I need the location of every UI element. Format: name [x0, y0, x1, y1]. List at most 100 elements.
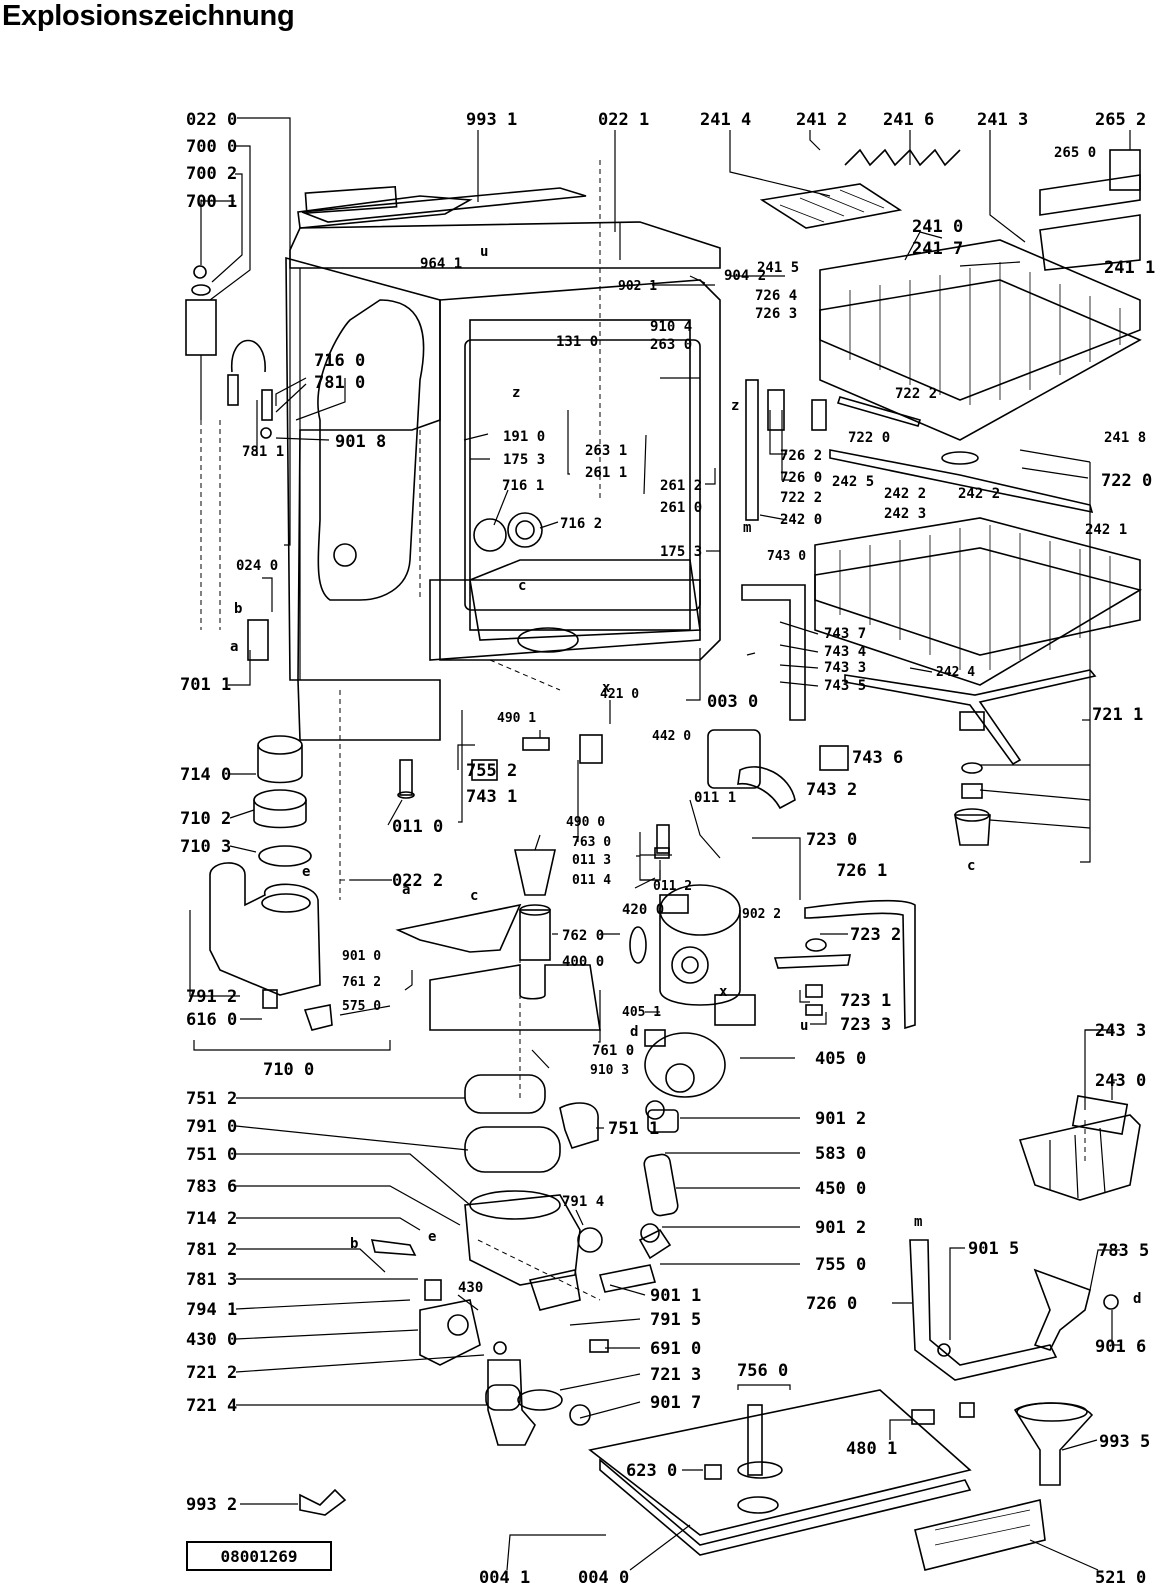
part-label: 721 4 — [186, 1396, 237, 1416]
part-label: 743 6 — [852, 748, 903, 768]
part-label: 722 0 — [1101, 471, 1152, 491]
part-label: 726 4 — [755, 288, 797, 304]
part-label: 242 5 — [832, 474, 874, 490]
part-label: 791 5 — [650, 1310, 701, 1330]
part-label: 024 0 — [236, 558, 278, 574]
part-label: 751 1 — [608, 1119, 659, 1139]
part-label: 490 0 — [566, 815, 605, 830]
part-label: 781 2 — [186, 1240, 237, 1260]
part-label: 726 2 — [780, 448, 822, 464]
part-label: 242 4 — [936, 665, 975, 680]
part-label: 710 2 — [180, 809, 231, 829]
part-label: 583 0 — [815, 1144, 866, 1164]
document-number: 08001269 — [220, 1547, 298, 1566]
part-label: 480 1 — [846, 1439, 897, 1459]
part-label: 743 5 — [824, 678, 866, 694]
connection-marker: c — [967, 858, 975, 874]
part-label: 191 0 — [503, 429, 545, 445]
rack-rail-wave — [844, 148, 961, 167]
part-label: 265 2 — [1095, 110, 1146, 130]
part-label: 242 3 — [884, 506, 926, 522]
part-label: 241 1 — [1104, 258, 1155, 278]
part-label: 243 3 — [1095, 1021, 1146, 1041]
part-label: 761 0 — [592, 1043, 634, 1059]
connection-markers: u z z m c b a x c e a c x d u b e m d — [230, 244, 1141, 1307]
connection-marker: e — [302, 864, 310, 880]
part-label: 175 3 — [503, 452, 545, 468]
cabinet-frame — [285, 185, 721, 741]
cutlery-basket — [1018, 1094, 1141, 1201]
circulation-pump — [644, 1029, 726, 1133]
connection-marker: b — [234, 601, 242, 617]
part-label: 761 2 — [342, 975, 381, 990]
part-label: 265 0 — [1054, 145, 1096, 161]
filter — [514, 849, 556, 961]
part-label: 901 5 — [968, 1239, 1019, 1259]
part-label: 714 2 — [186, 1209, 237, 1229]
part-label: 263 0 — [650, 337, 692, 353]
dashed-guides — [200, 160, 1086, 1301]
part-label: 003 0 — [707, 692, 758, 712]
connection-marker: z — [731, 398, 739, 414]
part-label: 726 0 — [780, 470, 822, 486]
connection-marker: a — [402, 882, 410, 898]
cutlery-shelf — [759, 183, 903, 229]
part-label: 714 0 — [180, 765, 231, 785]
part-label: 405 1 — [622, 1005, 661, 1020]
part-label: 901 2 — [815, 1109, 866, 1129]
part-label: 743 1 — [466, 787, 517, 807]
water-softener — [209, 735, 333, 1031]
part-label: 791 4 — [562, 1194, 604, 1210]
connection-marker: d — [1133, 1291, 1141, 1307]
connection-marker: u — [800, 1018, 808, 1034]
connection-marker: x — [719, 984, 728, 1000]
part-label: 242 0 — [780, 512, 822, 528]
part-label: 721 1 — [1092, 705, 1143, 725]
part-label: 723 3 — [840, 1015, 891, 1035]
lower-rack — [814, 517, 1143, 686]
connection-marker: d — [630, 1024, 638, 1040]
base-plate — [588, 1389, 972, 1556]
sump — [464, 1074, 581, 1311]
part-label: 722 2 — [780, 490, 822, 506]
part-label: 791 0 — [186, 1117, 237, 1137]
part-label: 743 7 — [824, 626, 866, 642]
part-label: 783 6 — [186, 1177, 237, 1197]
part-label: 131 0 — [556, 334, 598, 350]
part-number-labels: 022 0 700 0 700 2 700 1 993 1 022 1 241 … — [180, 110, 1155, 1588]
part-label: 901 0 — [342, 949, 381, 964]
part-label: 022 1 — [598, 110, 649, 130]
part-label: 743 3 — [824, 660, 866, 676]
part-label: 762 0 — [562, 928, 604, 944]
part-label: 781 3 — [186, 1270, 237, 1290]
part-label: 700 0 — [186, 137, 237, 157]
leader-lines — [189, 117, 1131, 1571]
part-label: 783 5 — [1098, 1241, 1149, 1261]
part-label: 421 0 — [600, 687, 639, 702]
connection-marker: e — [428, 1229, 436, 1245]
connection-marker: a — [230, 639, 238, 655]
part-label: 241 7 — [912, 239, 963, 259]
part-label: 721 3 — [650, 1365, 701, 1385]
part-label: 755 0 — [815, 1255, 866, 1275]
part-label: 723 2 — [850, 925, 901, 945]
drain-pump — [370, 1239, 481, 1366]
part-label: 716 2 — [560, 516, 602, 532]
part-label: 901 2 — [815, 1218, 866, 1238]
spray-pipe-vertical — [745, 379, 827, 521]
part-label: 242 2 — [958, 486, 1000, 502]
part-label: 022 2 — [392, 871, 443, 891]
part-label: 726 0 — [806, 1294, 857, 1314]
part-label: 241 4 — [700, 110, 751, 130]
connection-marker: m — [743, 520, 751, 536]
part-label: 723 1 — [840, 991, 891, 1011]
part-label: 575 0 — [342, 999, 381, 1014]
part-label: 993 2 — [186, 1495, 237, 1515]
part-label: 726 1 — [836, 861, 887, 881]
part-label: 993 1 — [466, 110, 517, 130]
part-label: 243 0 — [1095, 1071, 1146, 1091]
part-label: 701 1 — [180, 675, 231, 695]
part-label: 430 — [458, 1280, 483, 1296]
part-label: 901 6 — [1095, 1337, 1146, 1357]
